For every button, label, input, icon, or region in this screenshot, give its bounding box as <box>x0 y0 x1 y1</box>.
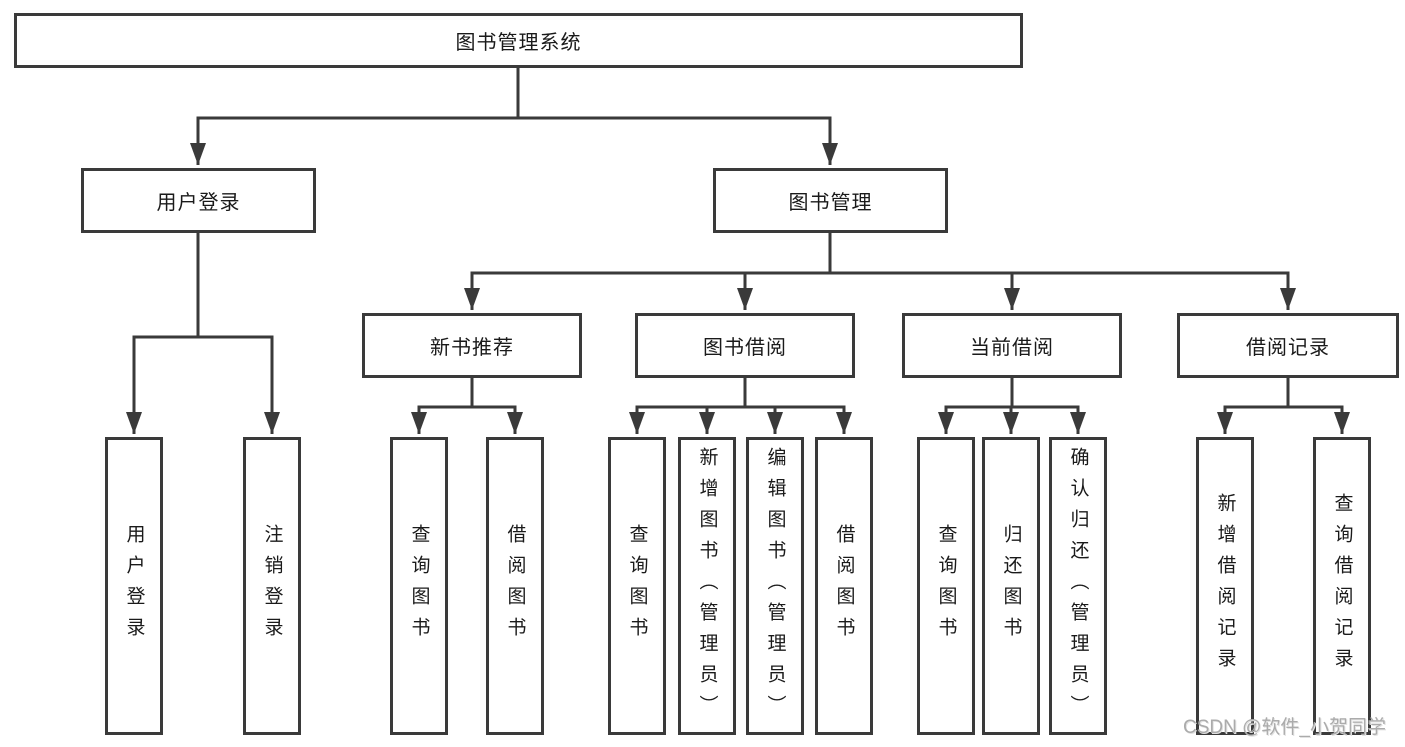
leaf-add-books-admin: 新增图书（管理员） <box>678 437 736 735</box>
connector-new-book-recommendation-children <box>411 378 523 434</box>
leaf-logout-label: 注销登录 <box>261 524 283 648</box>
leaf-query-books-recommendation: 查询图书 <box>390 437 448 735</box>
leaf-logout: 注销登录 <box>243 437 301 735</box>
node-current-borrowing: 当前借阅 <box>902 313 1122 378</box>
connector-book-management-children <box>464 233 1296 310</box>
leaf-query-books-borrowing-label: 查询图书 <box>626 524 648 648</box>
leaf-add-borrow-record: 新增借阅记录 <box>1196 437 1254 735</box>
connector-current-borrowing-children <box>938 378 1086 434</box>
connector-root-to-level2 <box>190 68 838 165</box>
connector-borrowing-records-children <box>1217 378 1350 434</box>
leaf-confirm-return-admin-label: 确认归还（管理员） <box>1067 446 1089 726</box>
node-book-borrowing: 图书借阅 <box>635 313 855 378</box>
leaf-query-books-current-label: 查询图书 <box>935 524 957 648</box>
leaf-add-borrow-record-label: 新增借阅记录 <box>1214 493 1236 679</box>
node-new-book-recommendation: 新书推荐 <box>362 313 582 378</box>
leaf-edit-books-admin-label: 编辑图书（管理员） <box>764 446 786 726</box>
leaf-query-books-recommendation-label: 查询图书 <box>408 524 430 648</box>
leaf-borrow-books-recommendation-label: 借阅图书 <box>504 524 526 648</box>
leaf-borrow-books-recommendation: 借阅图书 <box>486 437 544 735</box>
leaf-edit-books-admin: 编辑图书（管理员） <box>746 437 804 735</box>
leaf-borrow-books: 借阅图书 <box>815 437 873 735</box>
leaf-query-borrow-record-label: 查询借阅记录 <box>1331 493 1353 679</box>
csdn-watermark: CSDN @软件_小贺同学 <box>1183 717 1386 738</box>
connector-user-login-children <box>126 233 280 434</box>
leaf-user-login: 用户登录 <box>105 437 163 735</box>
leaf-query-books-current: 查询图书 <box>917 437 975 735</box>
leaf-confirm-return-admin: 确认归还（管理员） <box>1049 437 1107 735</box>
node-book-management: 图书管理 <box>713 168 948 233</box>
node-user-login: 用户登录 <box>81 168 316 233</box>
leaf-query-books-borrowing: 查询图书 <box>608 437 666 735</box>
node-borrowing-records: 借阅记录 <box>1177 313 1399 378</box>
node-library-management-system: 图书管理系统 <box>14 13 1023 68</box>
leaf-return-books: 归还图书 <box>982 437 1040 735</box>
leaf-return-books-label: 归还图书 <box>1000 524 1022 648</box>
leaf-user-login-label: 用户登录 <box>123 524 145 648</box>
leaf-add-books-admin-label: 新增图书（管理员） <box>696 446 718 726</box>
connector-book-borrowing-children <box>629 378 852 434</box>
leaf-borrow-books-label: 借阅图书 <box>833 524 855 648</box>
leaf-query-borrow-record: 查询借阅记录 <box>1313 437 1371 735</box>
